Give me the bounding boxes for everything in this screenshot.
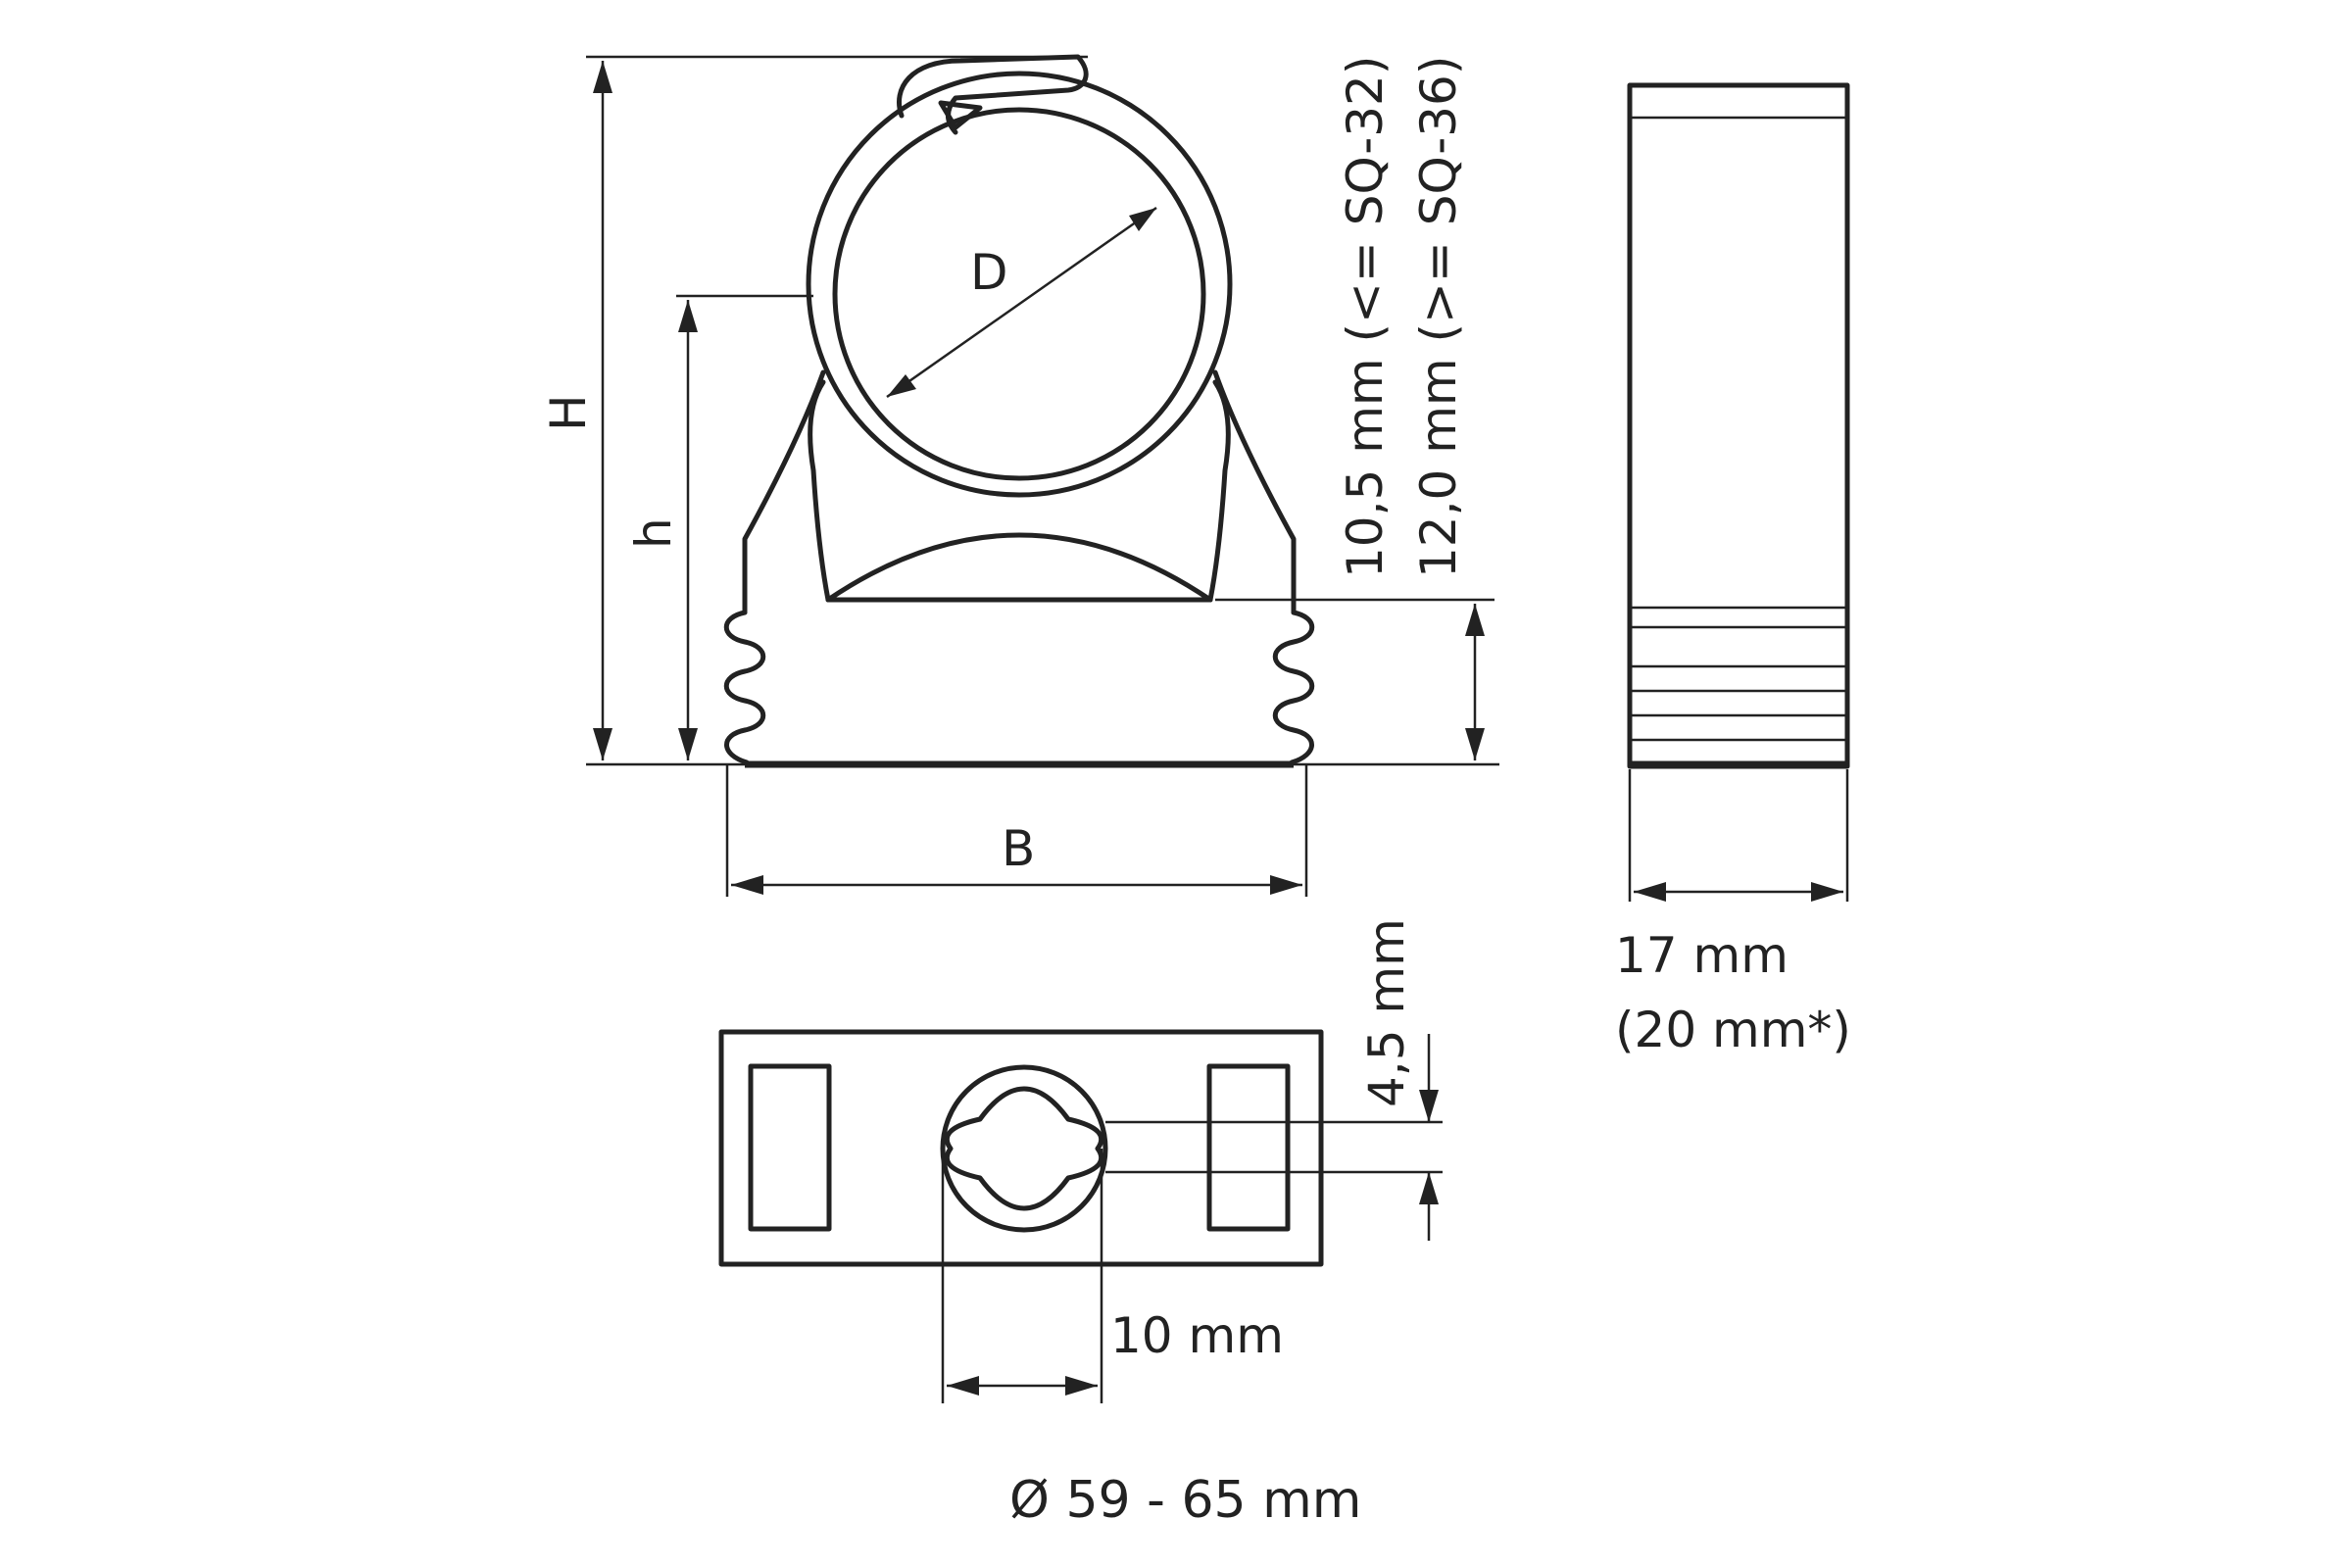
- mount-diameter-label: Ø 59 - 65 mm: [1009, 1471, 1361, 1530]
- thickness-dimension: 10,5 mm (<= SQ-32) 12,0 mm (>= SQ-36): [1215, 56, 1494, 760]
- height-total-dimension: H: [540, 55, 1499, 766]
- saddle-arc: [825, 532, 1213, 603]
- slot-height-label: 4,5 mm: [1358, 918, 1415, 1107]
- base-inner-left: [808, 379, 831, 603]
- right-slot: [1206, 1063, 1291, 1232]
- clip-ring-outer: [806, 71, 1233, 498]
- depth-alt-label: (20 mm*): [1615, 1002, 1851, 1058]
- width-dimension: B: [725, 764, 1308, 897]
- foot-right-corrugation: [1272, 610, 1315, 765]
- foot-left-corrugation: [723, 610, 766, 765]
- slot-width-label: 10 mm: [1110, 1307, 1284, 1364]
- diameter-label: D: [970, 244, 1008, 301]
- bottom-view: [718, 1029, 1324, 1267]
- center-boss: [940, 1064, 1108, 1233]
- thickness-large-label: 12,0 mm (>= SQ-36): [1410, 56, 1467, 578]
- width-label: B: [1002, 820, 1035, 877]
- snap-latch-tab: [938, 100, 983, 130]
- keyhole-slot: [944, 1086, 1104, 1211]
- height-center-dimension: h: [625, 294, 813, 760]
- pipe-circle: [832, 107, 1206, 481]
- depth-dimension: 17 mm (20 mm*): [1615, 769, 1851, 1058]
- diameter-dimension: D: [886, 206, 1157, 399]
- side-body: [1627, 82, 1850, 769]
- left-slot: [748, 1063, 832, 1232]
- slot-width-dimension: 10 mm: [941, 1149, 1284, 1403]
- depth-label: 17 mm: [1615, 927, 1788, 984]
- slot-height-dimension: 4,5 mm: [1105, 918, 1443, 1241]
- height-total-label: H: [540, 394, 597, 431]
- base-inner-right: [1207, 379, 1231, 603]
- height-center-label: h: [625, 517, 682, 549]
- front-view: [723, 54, 1315, 768]
- thickness-small-label: 10,5 mm (<= SQ-32): [1337, 56, 1394, 578]
- side-view: [1627, 82, 1850, 769]
- base-outline: [718, 1029, 1324, 1267]
